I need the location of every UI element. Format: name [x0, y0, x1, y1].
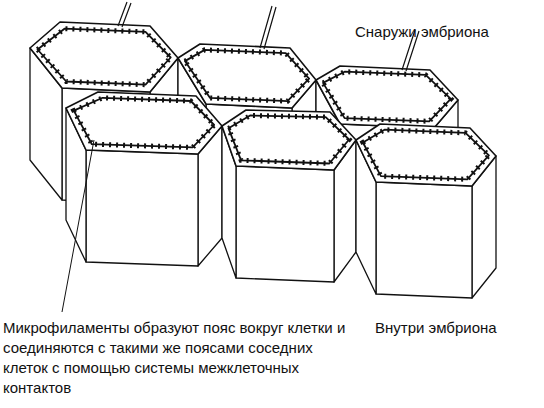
microfilament-belt: [74, 98, 214, 148]
outside-label: Снаружи эмбриона: [355, 22, 489, 42]
belt-junctions: [74, 98, 214, 148]
cell-side: [376, 182, 472, 298]
cell-group: [30, 22, 496, 298]
cell-side: [236, 166, 334, 282]
cell-apex: [66, 92, 222, 154]
callout-note: Микрофиламенты образуют пояс вокруг клет…: [3, 318, 348, 398]
microfilament-belt: [185, 50, 309, 101]
cilium: [260, 6, 276, 49]
microfilament-belt: [229, 116, 350, 164]
cell-apex: [30, 22, 178, 92]
cilium: [118, 2, 131, 27]
belt-junctions: [185, 50, 309, 101]
epithelial-cell: [222, 110, 356, 282]
cell-apex: [356, 124, 496, 186]
belt-junctions: [38, 29, 171, 85]
cell-side: [86, 150, 198, 266]
epithelial-cell: [66, 92, 222, 266]
belt-junctions: [363, 130, 489, 180]
leader-line: [62, 140, 94, 312]
microfilament-belt: [363, 130, 489, 180]
cell-apex: [222, 110, 356, 170]
belt-junctions: [229, 116, 350, 164]
belt-junctions: [323, 72, 451, 122]
microfilament-belt: [38, 29, 171, 85]
epithelial-cell: [356, 124, 496, 298]
microfilament-belt: [323, 72, 451, 122]
inside-label: Внутри эмбриона: [375, 318, 497, 338]
